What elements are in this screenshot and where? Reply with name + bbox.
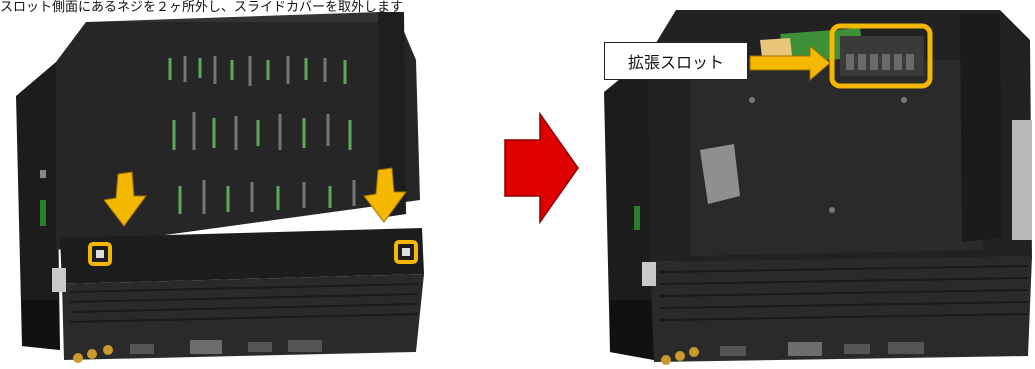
instruction-caption: スロット側面にあるネジを２ヶ所外し、スライドカバーを取外します xyxy=(0,0,404,15)
device-before xyxy=(16,12,424,363)
expansion-slot-callout: 拡張スロット xyxy=(604,42,748,80)
right-arrow xyxy=(504,111,579,225)
device-after xyxy=(604,10,1032,365)
screw-location-marker xyxy=(394,240,418,264)
right-arrow xyxy=(749,44,831,82)
down-arrow xyxy=(103,167,407,227)
slide-cover xyxy=(60,228,424,284)
screw-location-marker xyxy=(88,242,112,266)
slot-highlight-frame xyxy=(829,23,933,89)
